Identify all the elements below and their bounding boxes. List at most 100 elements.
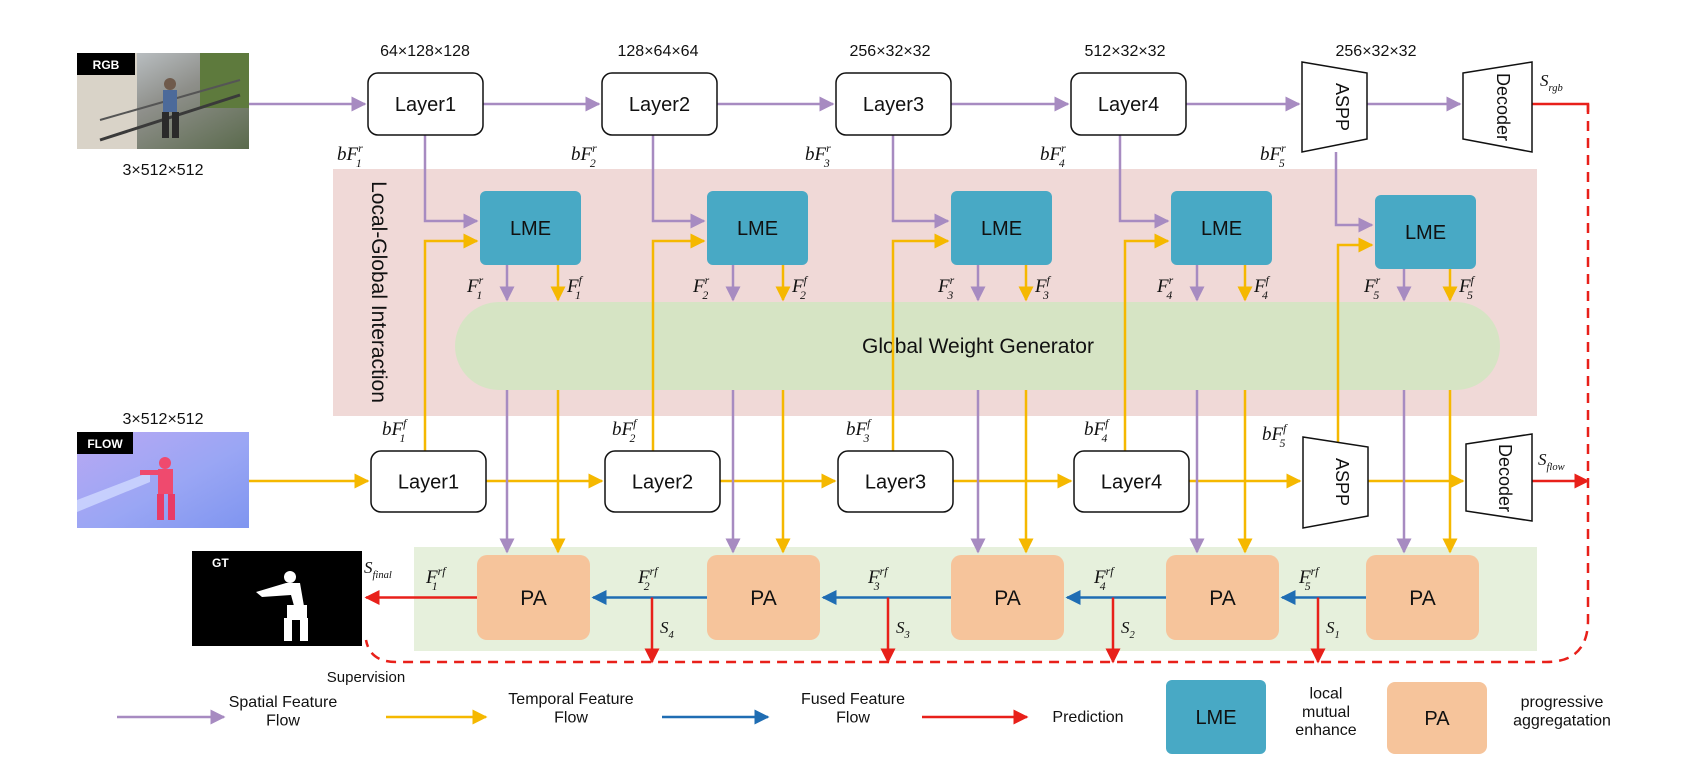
fused-f4-sup: rf [1106, 565, 1116, 578]
flow-tag: FLOW [87, 437, 123, 451]
flow-bf4-sup: f [1105, 417, 1110, 430]
rgb-dims: 3×512×512 [123, 162, 204, 179]
output-s-rgb-base: S [1540, 71, 1549, 90]
legend-lme-box-label: LME [1195, 707, 1236, 729]
fused-f3-sup: rf [880, 565, 890, 578]
output-s-rgb-sub: rgb [1549, 83, 1563, 94]
rgb-layer1-dims: 64×128×128 [380, 43, 470, 60]
flow-to-lme3 [891, 233, 950, 451]
rgb-layer2-dims: 128×64×64 [618, 43, 699, 60]
rgb-bf1-sup: r [358, 142, 363, 155]
flow-tag-bg [77, 432, 133, 454]
lme2-label: LME [737, 218, 778, 240]
lme4-fr-sup: r [1169, 274, 1174, 287]
pa3-label: PA [994, 587, 1020, 610]
flow-bf5-base: bF [1262, 424, 1284, 445]
flow-bf2-sub: 2 [630, 432, 636, 445]
rgb-aspp [1301, 61, 1368, 153]
side-s4-base: S [660, 618, 669, 637]
rgb-bf5-base: bF [1260, 144, 1282, 165]
rgb-to-lme5 [1334, 152, 1374, 233]
rgb-bf4-sub: 4 [1059, 157, 1065, 170]
output-s-flow: Sflow [1538, 450, 1565, 473]
fused-f2-base: F [637, 567, 650, 588]
lme5 [1375, 195, 1476, 269]
flow-bf5-sub: 5 [1280, 437, 1286, 450]
lme4-fr: Fr 4 [1156, 274, 1174, 302]
side-s3: S3 [896, 618, 910, 641]
flow-to-lme1 [423, 233, 479, 451]
rgb-tag-bg [77, 53, 135, 75]
fused-f5-base: F [1298, 567, 1311, 588]
lme1-label: LME [510, 218, 551, 240]
legend-lme-desc-line: local [1310, 685, 1343, 702]
lme1-ff-sub: 1 [575, 289, 581, 302]
rgb-bf5-sup: r [1281, 142, 1286, 155]
pa3 [951, 555, 1064, 640]
rgb-decoder-label: Decoder [1493, 73, 1513, 141]
rgb-bf3-sub: 3 [823, 157, 830, 170]
flow-bf4-sub: 4 [1102, 432, 1108, 445]
legend-temporal-label-line: Temporal Feature [508, 691, 633, 708]
flow-bf4-base: bF [1084, 419, 1106, 440]
rgb-aspp-dims: 256×32×32 [1336, 43, 1417, 60]
lme3-ff-base: F [1034, 276, 1047, 297]
legend-fused-label-line: Flow [836, 710, 870, 727]
legend-spatial-label-line: Spatial Feature [229, 694, 338, 711]
lme3-ff-sup: f [1047, 274, 1052, 287]
rgb-bf2-base: bF [571, 144, 593, 165]
lme2 [707, 191, 808, 265]
lme4-fr-base: F [1156, 276, 1169, 297]
flow-layer3-label: Layer3 [865, 472, 926, 494]
output-s-flow-sub: flow [1547, 462, 1565, 473]
fused-f4-base: F [1093, 567, 1106, 588]
flow-bf3-base: bF [846, 419, 868, 440]
lme4-fr-sub: 4 [1166, 289, 1172, 302]
lme5-fr-sup: r [1376, 274, 1381, 287]
fused-f3-sub: 3 [873, 580, 880, 593]
rgb-to-lme1 [423, 135, 479, 229]
fused-f2-sup: rf [650, 565, 660, 578]
flow-bf1-sup: f [403, 417, 408, 430]
flow-bf4: bFf 4 [1084, 417, 1110, 445]
flow-decoder-label: Decoder [1495, 444, 1515, 512]
lme4-ff-sub: 4 [1262, 289, 1268, 302]
rgb-layer4 [1070, 72, 1187, 136]
fused-f5-sub: 5 [1305, 580, 1311, 593]
legend-pa-box-label: PA [1424, 708, 1450, 730]
rgb-bf2-sub: 2 [590, 157, 596, 170]
rgb-decoder [1462, 61, 1533, 153]
rgb-bf3-base: bF [805, 144, 827, 165]
fused-f5-sup: rf [1311, 565, 1321, 578]
rgb-bf4-base: bF [1040, 144, 1062, 165]
lme4 [1171, 191, 1272, 265]
rgb-layer2 [601, 72, 718, 136]
rgb-bf3-sup: r [826, 142, 831, 155]
legend-temporal-label-line: Flow [554, 710, 588, 727]
lme1-fr-sub: 1 [476, 289, 482, 302]
legend-lme-desc-line: enhance [1295, 722, 1356, 739]
pa2-label: PA [750, 587, 776, 610]
lme5-ff-sub: 5 [1467, 289, 1473, 302]
nodes: Layer164×128×128Layer2128×64×64Layer3256… [327, 43, 1533, 686]
rgb-tag: RGB [93, 58, 120, 72]
flow-layer4 [1073, 450, 1190, 513]
pa5-label: PA [1409, 587, 1435, 610]
rgb-layer1-label: Layer1 [395, 94, 456, 116]
flow-bf1-base: bF [382, 419, 404, 440]
lme1-fr-sup: r [479, 274, 484, 287]
